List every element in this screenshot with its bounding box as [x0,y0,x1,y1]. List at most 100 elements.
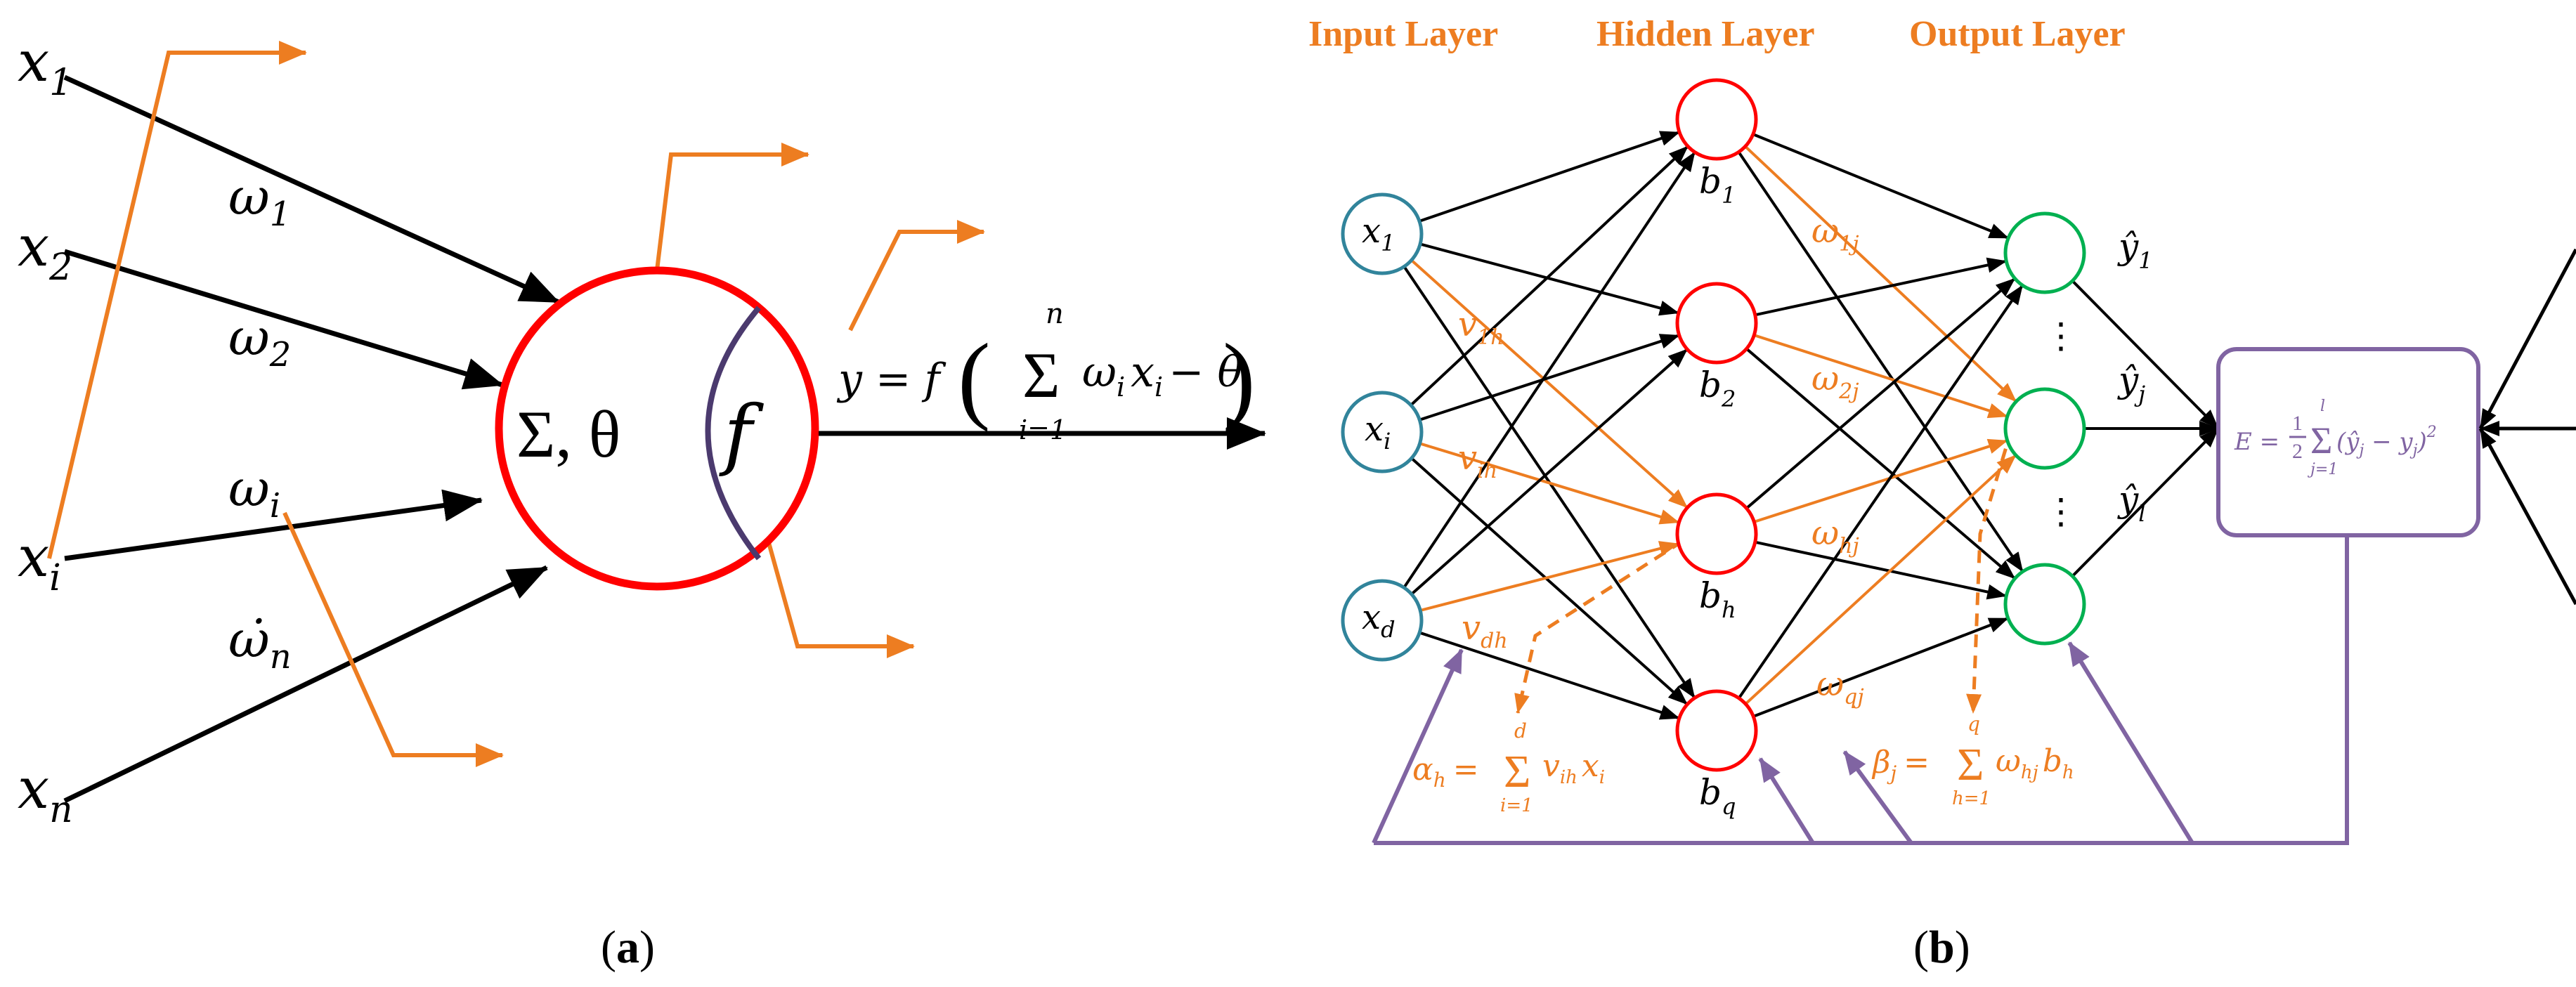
edge-input0-hidden1 [1419,242,1679,316]
svg-text:h=1: h=1 [1952,788,1991,809]
hidden-node-b2 [1675,282,1758,365]
weight-label-whj: ωhj [1811,514,1859,558]
edge-output2-error [2071,427,2220,577]
weight-label-wn: ω̇n [228,610,292,676]
svg-text:βj=: βj= [1871,745,1930,785]
ellipsis-top: ⋮ [2043,316,2079,355]
caption-b: (b) [1913,922,1970,973]
weight-label-v1h: v1h [1458,305,1504,350]
output-node-yj [2003,387,2086,470]
edge-hidden3-output1 [1744,454,2017,705]
svg-text:(ŷj − yj)2: (ŷj − yj)2 [2336,424,2437,459]
svg-text:i=1: i=1 [1500,795,1533,816]
svg-text:q: q [1967,712,1980,736]
weight-label-w2j: ω2j [1811,359,1859,404]
input-label-xi: xi [18,524,61,599]
input-label-x2: x2 [18,214,72,289]
svg-text:j=1: j=1 [2307,461,2338,478]
edge-input1-hidden1 [1419,334,1680,421]
edge-hidden0-output0 [1752,133,2010,240]
svg-text:): ) [1223,324,1256,433]
activation-divider-arc [705,306,762,561]
weight-label-w1: ω1 [228,167,291,234]
output-layer-nodes: ŷ1 ŷj ŷl ⋮ ⋮ [2003,211,2153,646]
svg-text:l: l [2320,398,2325,415]
hidden-node-label-bh: bh [1699,575,1736,623]
feedback-arrow-beta [1842,750,1913,844]
edge-input2-hidden2 [1419,541,1679,612]
edges-hidden-output [1737,133,2024,718]
edge-output0-error [2071,280,2220,430]
input-node-xd [1341,579,1424,662]
svg-text:αh=: αh= [1412,752,1479,792]
edge-hidden3-output2 [1752,617,2009,718]
output-node-y1 [2003,211,2086,294]
edge-input1-hidden2 [1419,442,1680,525]
edges-output-error [2071,280,2220,577]
svg-text:Σ: Σ [1022,339,1060,411]
hidden-node-b1 [1675,78,1758,161]
edge-input2-hidden3 [1419,631,1680,720]
svg-text:Σ: Σ [1504,746,1530,797]
edge-input0-hidden2 [1410,259,1689,509]
edge-hidden1-output1 [1753,334,2008,419]
svg-text:1: 1 [2292,412,2303,435]
layer-title-output: Output Layer [1909,14,2126,54]
feedback-arrow-output [2067,641,2194,844]
orange-annotation-arrow-output [848,220,985,332]
hidden-node-label-b1: b1 [1699,161,1736,209]
edge-x2-neuron [63,249,504,390]
dashed-line-beta [1966,428,2014,714]
edges-input-hidden [1403,131,1696,720]
output-label-yl: ŷl [2117,479,2145,527]
svg-text:i=1: i=1 [1019,414,1067,445]
input-node-xi [1341,391,1424,473]
edge-input2-hidden1 [1410,348,1689,596]
weight-label-wi: ωi [228,459,280,525]
weight-label-wqj: ωqj [1816,665,1864,710]
hidden-node-label-bq: bq [1699,772,1736,820]
edge-x1-neuron [63,74,560,305]
error-box [2216,347,2480,537]
edge-hidden2-output1 [1753,438,2008,523]
neuron-sum-theta: Σ, θ [516,397,620,471]
orange-annotation-arrow-inputs [47,41,307,559]
edge-hidden1-output2 [1745,347,2016,580]
feedback-line [1374,534,2349,845]
input-label-x1: x1 [18,29,72,104]
edge-hidden1-output0 [1755,257,2008,317]
panel-a-single-neuron: x1 x2 xi xn ω1 ω2 ωi ω̇n Σ, θ f y = f ( … [18,29,1266,973]
output-node-yl [2003,563,2086,646]
edge-xi-neuron [64,489,483,561]
input-node-label-xi: xi [1365,410,1391,455]
weight-label-vdh: vdh [1462,608,1508,653]
edge-input2-hidden0 [1403,151,1696,589]
panel-b-bp-network: Input Layer Hidden Layer Output Layer x1… [1308,14,2576,973]
layer-title-input: Input Layer [1308,14,1498,54]
svg-text:(: ( [958,324,991,433]
svg-text:E =: E = [2234,428,2279,456]
input-layer-nodes: x1 xi xd [1341,192,1424,662]
output-label-yj: ŷj [2117,360,2145,407]
svg-text:Σ: Σ [2310,419,2332,462]
dashed-line-alpha [1514,539,1684,714]
incoming-line-top [2478,248,2576,430]
layer-title-hidden: Hidden Layer [1596,14,1815,54]
hidden-node-bh [1675,492,1758,575]
hidden-node-label-b2: b2 [1699,365,1736,412]
incoming-line-bottom [2478,427,2576,606]
edge-input1-hidden0 [1410,145,1689,407]
edge-hidden2-output2 [1755,540,2008,600]
input-node-label-x1: x1 [1362,211,1395,256]
weight-label-vih: vih [1458,438,1497,483]
edge-input0-hidden0 [1419,131,1680,223]
error-formula: E = 1 2 l Σ j=1 (ŷj − yj)2 [2234,398,2437,478]
weight-label-w1j: ω1j [1811,211,1859,256]
